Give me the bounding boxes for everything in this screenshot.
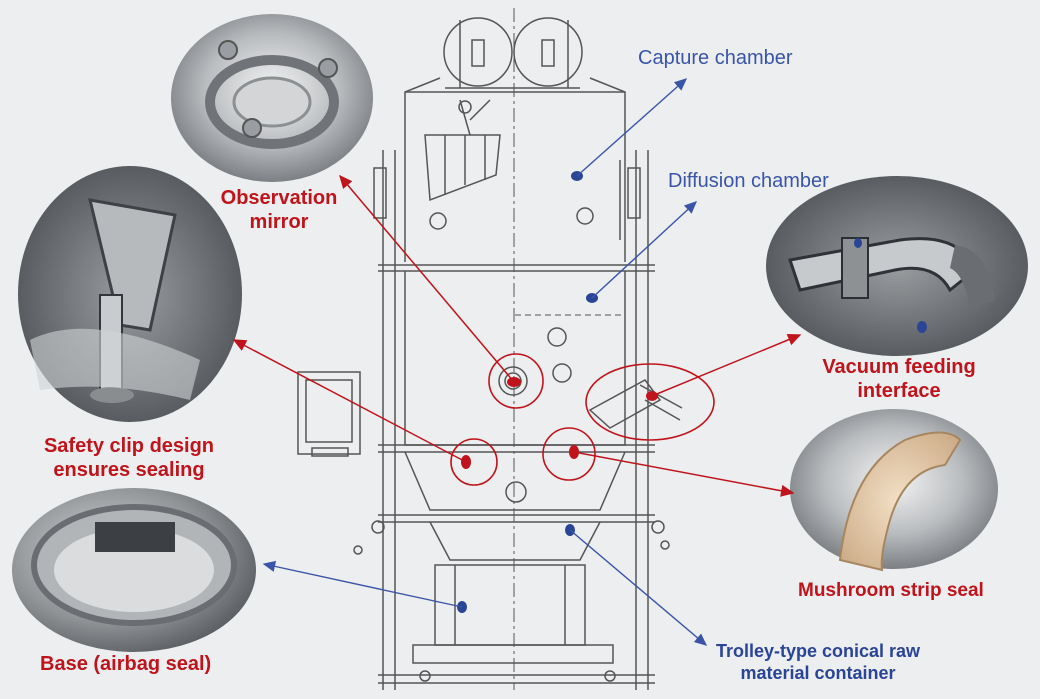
mushroom-seal-photo — [790, 409, 998, 572]
vacuum-feeding-photo — [766, 176, 1028, 356]
callout-circles — [450, 353, 715, 486]
vacuum-feeding-label: Vacuum feeding interface — [806, 355, 992, 403]
observation-mirror-label: Observation mirror — [209, 186, 349, 234]
vacuum-feeding-line1: Vacuum feeding — [822, 356, 976, 378]
diffusion-chamber-text: Diffusion chamber — [668, 170, 829, 192]
safety-clip-line1: Safety clip design — [43, 435, 215, 457]
mushroom-seal-label: Mushroom strip seal — [798, 580, 984, 603]
trolley-container-label: Trolley-type conical raw material contai… — [690, 641, 946, 684]
red-arrows — [232, 174, 802, 497]
safety-clip-photo — [18, 166, 242, 422]
vacuum-feeding-line2: interface — [857, 380, 941, 402]
blue-arrows — [262, 78, 708, 646]
base-photo — [12, 488, 256, 652]
observation-mirror-line1: Observation — [220, 187, 338, 209]
base-seal-text: Base (airbag seal) — [40, 653, 212, 675]
capture-chamber-text: Capture chamber — [638, 47, 793, 69]
capture-chamber-label: Capture chamber — [638, 46, 793, 70]
diffusion-chamber-label: Diffusion chamber — [668, 169, 829, 193]
safety-clip-label: Safety clip design ensures sealing — [20, 434, 238, 482]
observation-mirror-photo — [171, 14, 373, 182]
dryer-drawing — [297, 8, 683, 690]
mushroom-seal-text: Mushroom strip seal — [798, 580, 984, 601]
observation-mirror-line2: mirror — [249, 211, 309, 233]
trolley-line2: material container — [740, 662, 896, 683]
base-seal-label: Base (airbag seal) — [40, 652, 211, 676]
safety-clip-line2: ensures sealing — [53, 459, 205, 481]
trolley-line1: Trolley-type conical raw — [715, 641, 921, 661]
